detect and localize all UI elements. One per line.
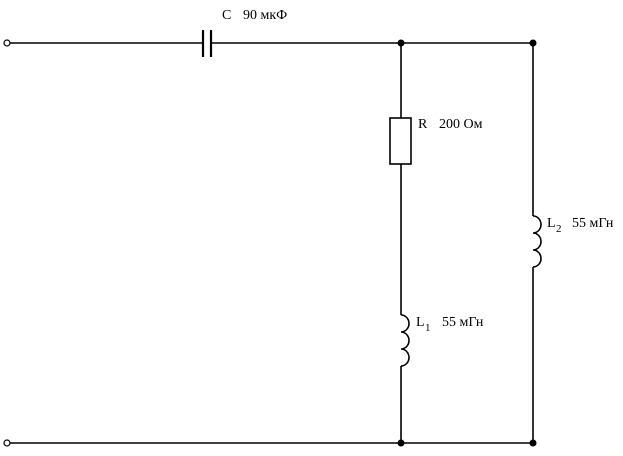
junction-top-middle bbox=[397, 39, 405, 47]
junction-bottom-middle bbox=[397, 439, 405, 447]
inductor-l2-coil bbox=[532, 215, 542, 268]
junction-bottom-right bbox=[529, 439, 537, 447]
capacitor-symbol: C bbox=[222, 8, 231, 23]
inductor-l1-subscript: 1 bbox=[425, 322, 431, 334]
resistor-value: 200 Ом bbox=[439, 117, 483, 132]
junction-top-right bbox=[529, 39, 537, 47]
inductor-l1-symbol: L bbox=[416, 315, 425, 330]
inductor-l2-symbol: L bbox=[547, 216, 556, 231]
terminal-bottom bbox=[3, 439, 11, 447]
inductor-l2-subscript: 2 bbox=[556, 223, 562, 235]
inductor-l1-coil bbox=[400, 314, 410, 367]
inductor-l1-value: 55 мГн bbox=[442, 315, 484, 330]
terminal-top bbox=[3, 39, 11, 47]
capacitor-value: 90 мкФ bbox=[243, 8, 287, 23]
inductor-l2-value: 55 мГн bbox=[572, 216, 614, 231]
resistor-symbol: R bbox=[418, 117, 428, 132]
resistor-body bbox=[389, 117, 412, 165]
